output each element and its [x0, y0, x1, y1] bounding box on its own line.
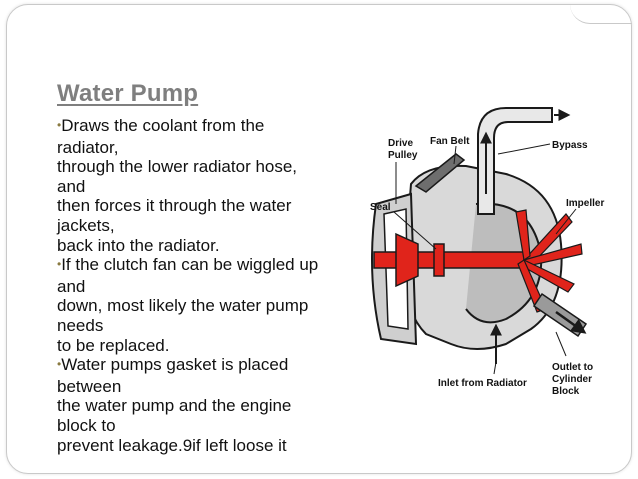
- slide-title: Water Pump: [57, 80, 199, 107]
- bullet-line: •Draws the coolant from the: [57, 116, 357, 138]
- line-text: needs: [57, 315, 104, 335]
- bullet-line: •If the clutch fan can be wiggled up: [57, 255, 357, 277]
- label-inlet: Inlet from Radiator: [438, 378, 527, 389]
- shaft-hub: [395, 232, 419, 288]
- text-line: and: [57, 277, 357, 297]
- text-line: to be replaced.: [57, 336, 357, 356]
- line-text: to be replaced.: [57, 335, 170, 355]
- line-text: the water pump and the engine: [57, 396, 292, 416]
- label-impeller: Impeller: [566, 198, 604, 209]
- impeller: [515, 209, 583, 313]
- text-line: then forces it through the water: [57, 196, 357, 216]
- line-text: between: [57, 376, 122, 396]
- line-text: block to: [57, 415, 116, 435]
- text-line: needs: [57, 316, 357, 336]
- fan-belt: [414, 153, 466, 193]
- line-text: and: [57, 176, 86, 196]
- label-drive: Drive: [388, 138, 413, 149]
- line-text: Water pumps gasket is placed: [61, 355, 289, 375]
- line-text: back into the radiator.: [57, 235, 220, 255]
- line-text: and: [57, 276, 86, 296]
- water-pump-illustration: Drive Pulley Fan Belt Bypass Seal Impell…: [370, 107, 604, 397]
- line-text: then forces it through the water: [57, 196, 292, 216]
- outlet-arrow: [555, 310, 587, 334]
- line-text: prevent leakage.9if left loose it: [57, 435, 287, 455]
- label-seal: Seal: [370, 202, 391, 213]
- line-text: If the clutch fan can be wiggled up: [61, 255, 319, 275]
- text-line: radiator,: [57, 138, 357, 158]
- label-bypass: Bypass: [552, 140, 588, 151]
- text-line: between: [57, 377, 357, 397]
- text-line: down, most likely the water pump: [57, 296, 357, 316]
- line-text: through the lower radiator hose,: [57, 157, 298, 177]
- text-line: through the lower radiator hose,: [57, 157, 357, 177]
- bypass-pipe: [477, 107, 553, 215]
- line-text: jackets,: [57, 215, 115, 235]
- text-line: jackets,: [57, 216, 357, 236]
- label-outlet-3: Block: [552, 386, 580, 397]
- bullet-marker-icon: •: [57, 357, 62, 372]
- leader-lines: [393, 143, 577, 375]
- bullet-marker-icon: •: [57, 118, 62, 132]
- slide-corner-decoration: [570, 4, 632, 24]
- line-text: Draws the coolant from the: [61, 116, 265, 135]
- label-outlet-2: Cylinder: [552, 374, 592, 385]
- water-pump-diagram: Drive Pulley Fan Belt Bypass Seal Impell…: [356, 94, 620, 412]
- text-line: prevent leakage.9if left loose it: [57, 436, 357, 456]
- text-line: block to: [57, 416, 357, 436]
- seal-ring: [433, 243, 445, 277]
- text-line: back into the radiator.: [57, 236, 357, 256]
- label-pulley: Pulley: [388, 150, 418, 161]
- line-text: down, most likely the water pump: [57, 296, 309, 316]
- line-text: radiator,: [57, 137, 119, 157]
- text-line: the water pump and the engine: [57, 396, 357, 416]
- bullet-line: •Water pumps gasket is placed: [57, 355, 357, 377]
- bullet-marker-icon: •: [57, 257, 62, 272]
- text-line: and: [57, 177, 357, 197]
- label-fan-belt: Fan Belt: [430, 136, 470, 147]
- label-outlet-1: Outlet to: [552, 362, 593, 373]
